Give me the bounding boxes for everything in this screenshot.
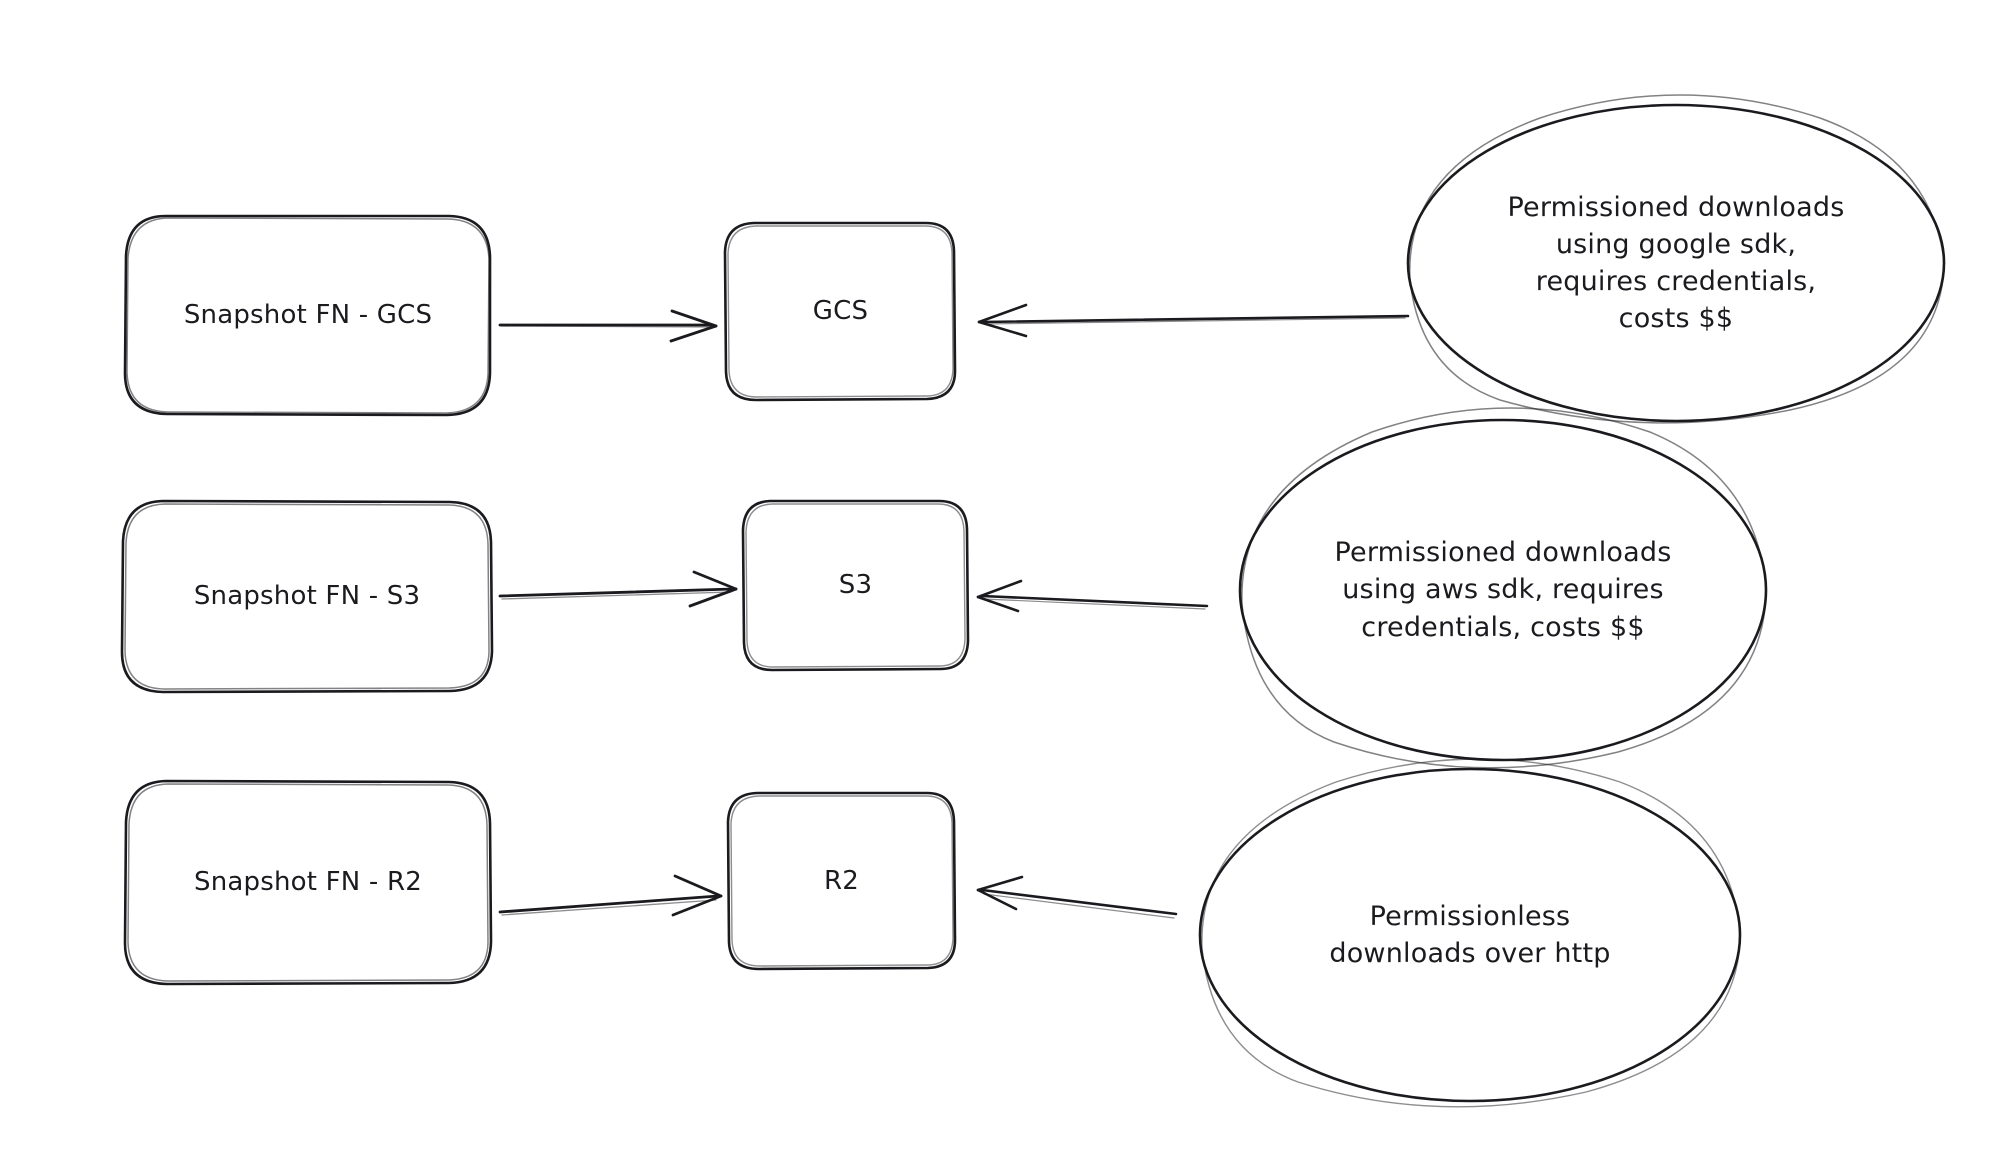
note-google-downloads[interactable] [1406,94,1946,424]
arrow-note-http-to-r2 [976,875,1178,919]
note-aws-downloads[interactable] [1238,407,1768,769]
node-snapshot-fn-s3[interactable] [120,499,494,694]
note-http-downloads[interactable] [1198,758,1742,1108]
node-gcs-store[interactable] [723,221,957,402]
node-s3-store[interactable] [741,499,970,672]
node-snapshot-fn-gcs[interactable] [123,214,492,417]
node-snapshot-fn-r2[interactable] [123,779,493,986]
arrow-snapshot-fn-r2-to-r2 [498,874,723,917]
arrow-note-aws-to-s3 [976,579,1209,613]
arrow-snapshot-fn-gcs-to-gcs [498,309,718,343]
arrow-snapshot-fn-s3-to-s3 [498,570,738,608]
node-r2-store[interactable] [726,791,957,971]
arrow-note-google-to-gcs [977,303,1410,338]
